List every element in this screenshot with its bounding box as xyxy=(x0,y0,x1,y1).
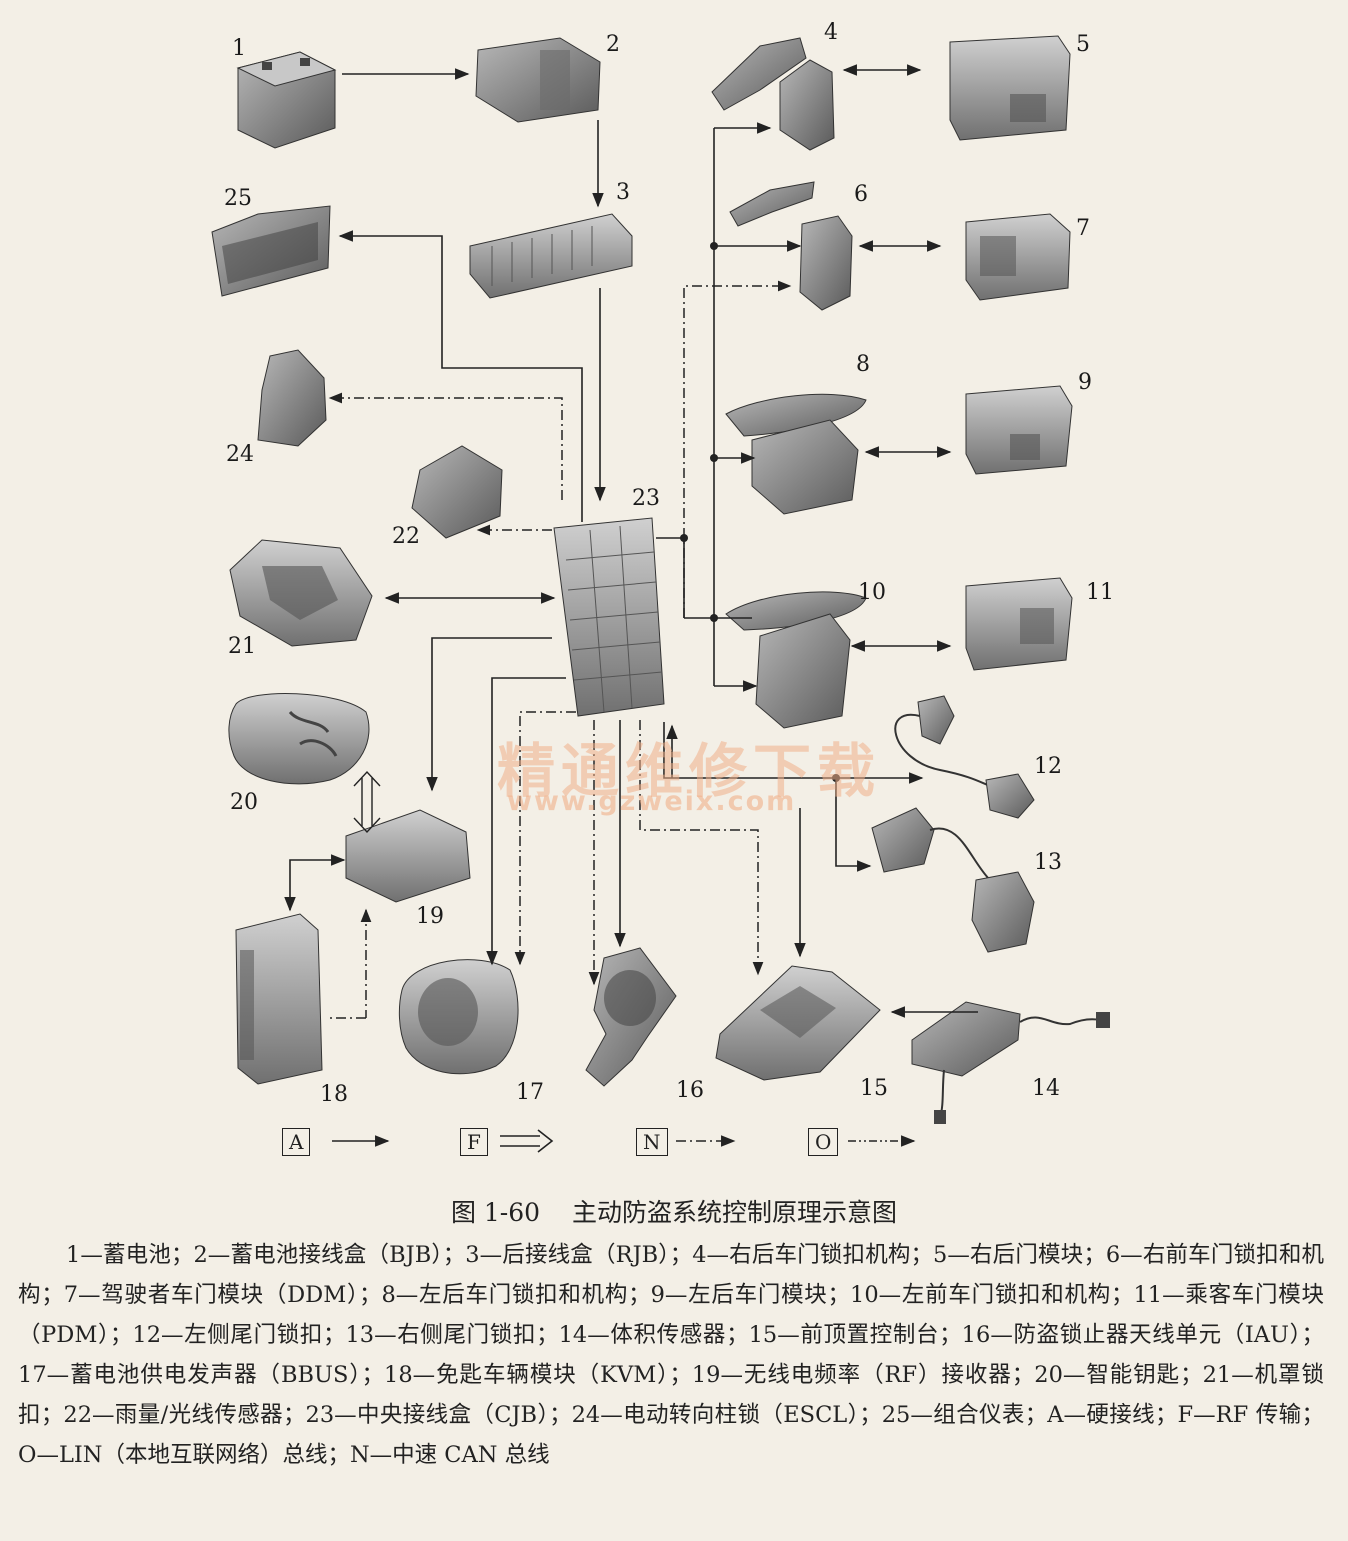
pdm-part xyxy=(965,577,1073,671)
battery-part xyxy=(236,51,337,149)
label-9: 9 xyxy=(1078,370,1092,395)
rf-door-latch-part xyxy=(729,181,853,311)
label-1: 1 xyxy=(232,36,246,61)
label-24: 24 xyxy=(226,442,254,467)
label-5: 5 xyxy=(1076,32,1090,57)
lf-door-latch-part xyxy=(725,591,867,729)
bjb-part xyxy=(475,37,601,123)
figure-title-text: 主动防盗系统控制原理示意图 xyxy=(572,1198,898,1227)
bbus-part xyxy=(398,959,519,1075)
label-13: 13 xyxy=(1034,850,1062,875)
right-tailgate-latch-part xyxy=(871,807,1035,953)
figure-number: 图 1-60 xyxy=(450,1198,541,1227)
watermark-text: 精通维修下载 xyxy=(497,737,882,805)
kvm-part xyxy=(235,913,323,1085)
label-16: 16 xyxy=(676,1078,704,1103)
label-2: 2 xyxy=(606,32,620,57)
label-21: 21 xyxy=(228,634,256,659)
label-14: 14 xyxy=(1032,1076,1060,1101)
label-10: 10 xyxy=(858,580,886,605)
rr-door-module-part xyxy=(949,35,1071,141)
label-15: 15 xyxy=(860,1076,888,1101)
rr-door-latch-part xyxy=(711,37,835,151)
legend-key-f: F xyxy=(460,1128,488,1156)
label-22: 22 xyxy=(392,524,420,549)
legend-key-n: N xyxy=(636,1128,668,1156)
label-11: 11 xyxy=(1086,580,1114,605)
rjb-part xyxy=(469,213,633,299)
label-23: 23 xyxy=(632,486,660,511)
bonnet-latch-part xyxy=(229,539,373,647)
label-4: 4 xyxy=(824,20,838,45)
label-7: 7 xyxy=(1076,216,1090,241)
label-17: 17 xyxy=(516,1080,544,1105)
ddm-part xyxy=(965,213,1071,301)
legend-key-a: A xyxy=(282,1128,311,1156)
label-19: 19 xyxy=(416,904,444,929)
label-8: 8 xyxy=(856,352,870,377)
rf-double-line xyxy=(353,770,381,834)
smart-key-part xyxy=(228,693,370,785)
left-tailgate-latch-part xyxy=(894,695,1035,819)
iau-part xyxy=(585,947,677,1087)
system-diagram xyxy=(211,35,1110,1153)
label-12: 12 xyxy=(1034,754,1062,779)
label-6: 6 xyxy=(854,182,868,207)
lr-door-module-part xyxy=(965,385,1073,475)
escl-part xyxy=(257,349,327,447)
junction-dots xyxy=(680,242,840,782)
label-18: 18 xyxy=(320,1082,348,1107)
cjb-part xyxy=(553,517,665,717)
connection-lines xyxy=(284,64,978,1018)
can-lines xyxy=(326,280,792,1019)
rain-light-sensor-part xyxy=(411,445,503,539)
legend-key-o: O xyxy=(808,1128,839,1156)
figure-title: 图 1-60 主动防盗系统控制原理示意图 xyxy=(0,1193,1348,1229)
legend-lines xyxy=(332,1129,916,1153)
label-3: 3 xyxy=(616,180,630,205)
watermark-url: www.gzweix.com xyxy=(507,786,797,817)
rf-receiver-part xyxy=(345,809,471,903)
overhead-console-part xyxy=(715,965,881,1081)
volume-sensor-part xyxy=(911,1001,1110,1124)
label-20: 20 xyxy=(230,790,258,815)
instrument-cluster-part xyxy=(211,205,331,297)
label-25: 25 xyxy=(224,186,252,211)
figure-caption: 1—蓄电池；2—蓄电池接线盒（BJB）；3—后接线盒（RJB）；4—右后车门锁扣… xyxy=(18,1242,1324,1468)
lr-door-latch-part xyxy=(725,393,867,515)
